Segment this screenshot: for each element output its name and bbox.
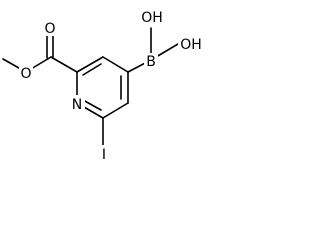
hydroxyl-right-label: OH [180,37,202,53]
label-bg-carbonyl-oxygen [43,20,57,36]
bond-c2-carbonyl-carbon [50,56,78,73]
chemical-structure-diagram: OH OH B O O N I [2,8,204,163]
hydroxyl-upper-label: OH [141,10,163,26]
boron-label: B [146,54,156,70]
atom-labels: OH OH B O O N I [19,8,204,163]
iodine-label: I [102,147,106,163]
ring-bond-c3-c2-inner [82,63,102,76]
bond-lines [2,27,179,147]
label-bg-ring-nitrogen [70,95,85,112]
ring-bond-c4-c3 [102,56,129,73]
label-bg-iodine [99,145,109,162]
label-bg-hydroxyl-right [178,35,204,53]
label-bg-ester-oxygen [19,65,33,81]
label-bg-hydroxyl-upper [139,8,165,26]
ring-bond-c6-c5 [102,102,129,119]
ring-bond-n-c6-inner [82,99,102,111]
carbonyl-oxygen-label: O [44,21,55,37]
ring-bond-c3-c2 [76,56,104,73]
ring-nitrogen-label: N [72,97,82,113]
label-bg-boron [144,53,158,69]
ester-oxygen-label: O [20,66,31,82]
